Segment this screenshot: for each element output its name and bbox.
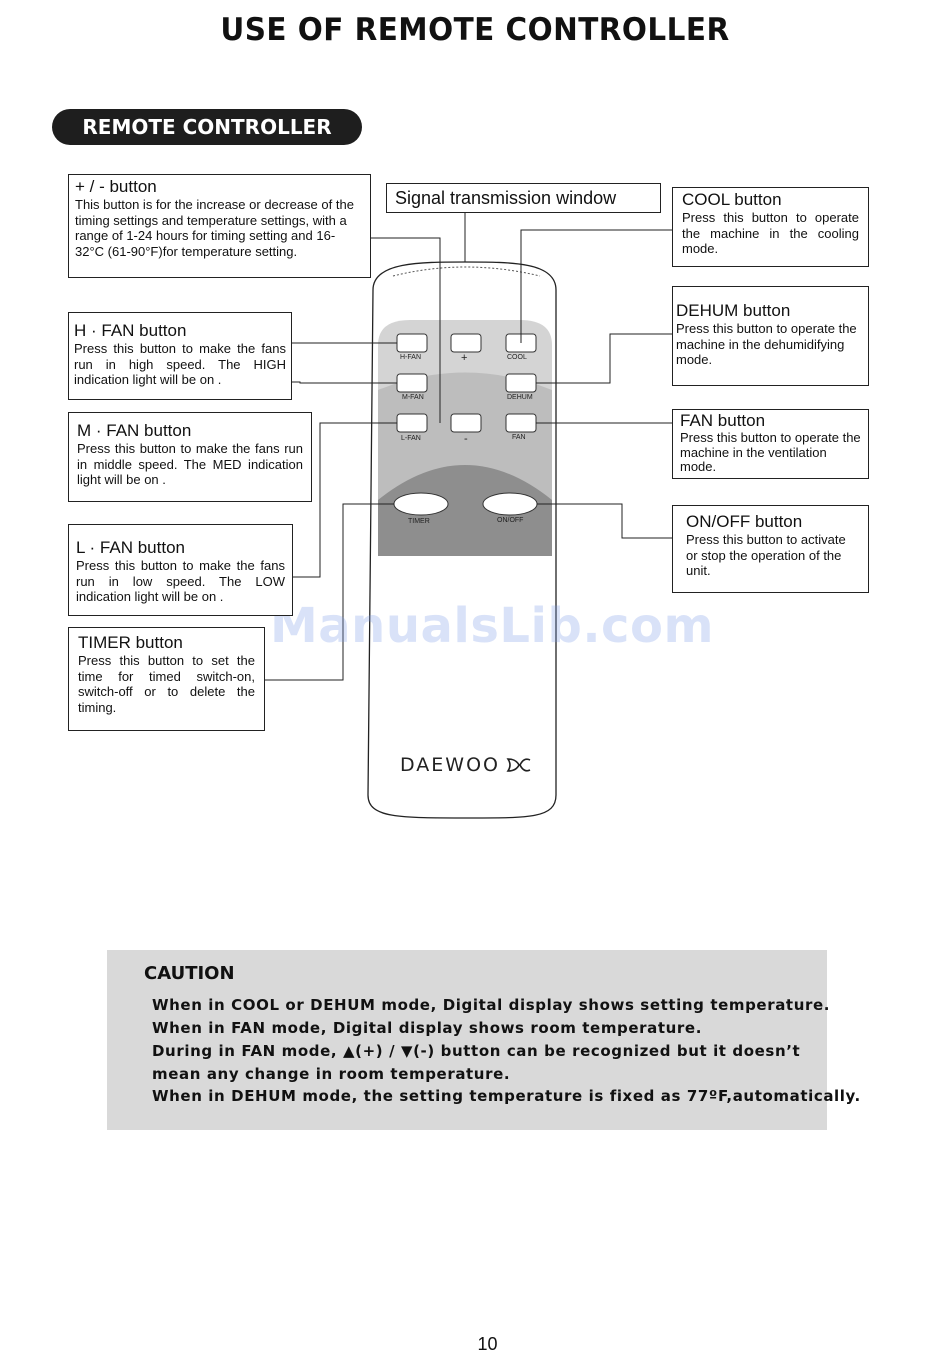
watermark: ManualsLib.com (270, 598, 714, 654)
h-fan-button (396, 333, 428, 353)
brand-logo: DAEWOO (400, 754, 500, 776)
callout-title: ON/OFF button (686, 512, 803, 531)
l-fan-label: L-FAN (401, 435, 421, 442)
caution-line: When in DEHUM mode, the setting temperat… (152, 1087, 861, 1105)
minus-button (450, 413, 482, 433)
dehum-button (505, 373, 537, 393)
plus-label: + (461, 352, 468, 364)
callout-desc: Press this button to make the fans run i… (77, 441, 303, 487)
callout-desc: Press this button to operate the machine… (676, 321, 857, 367)
callout-signal-window: Signal transmission window (386, 183, 661, 213)
signal-window (392, 266, 541, 277)
callout-m-fan: M · FAN button Press this button to make… (68, 412, 312, 502)
callout-desc: This button is for the increase or decre… (75, 197, 354, 259)
page-title: USE OF REMOTE CONTROLLER (220, 12, 730, 48)
fan-button (505, 413, 537, 433)
leader-lines (265, 213, 672, 681)
cool-label: COOL (507, 354, 527, 361)
caution-line: When in COOL or DEHUM mode, Digital disp… (152, 996, 831, 1014)
caution-line: When in FAN mode, Digital display shows … (152, 1019, 702, 1037)
callout-dehum: DEHUM button Press this button to operat… (672, 286, 869, 386)
callout-title: L · FAN button (76, 538, 185, 557)
h-fan-label: H-FAN (400, 354, 421, 361)
callout-title: Signal transmission window (395, 188, 617, 208)
caution-box (107, 950, 827, 1130)
callout-title: DEHUM button (676, 301, 791, 320)
caution-line: mean any change in room temperature. (152, 1065, 511, 1083)
callout-on-off: ON/OFF button Press this button to activ… (672, 505, 869, 593)
callout-desc: Press this button to activate or stop th… (686, 532, 846, 578)
callout-plus-minus: + / - button This button is for the incr… (68, 174, 371, 278)
callout-title: M · FAN button (77, 421, 192, 440)
callout-cool: COOL button Press this button to operate… (672, 187, 869, 267)
callout-desc: Press this button to make the fans run i… (76, 558, 285, 604)
callout-h-fan: H · FAN button Press this button to make… (68, 312, 292, 400)
timer-button (393, 492, 449, 516)
fan-label: FAN (512, 434, 526, 441)
callout-desc: Press this button to make the fans run i… (74, 341, 286, 387)
plus-button (450, 333, 482, 353)
on-off-label: ON/OFF (497, 517, 524, 524)
callout-fan: FAN button Press this button to operate … (672, 409, 869, 479)
callout-l-fan: L · FAN button Press this button to make… (68, 524, 293, 616)
callout-title: COOL button (682, 190, 782, 209)
page-number: 10 (477, 1334, 498, 1354)
minus-label: - (464, 433, 468, 445)
callout-timer: TIMER button Press this button to set th… (68, 627, 265, 731)
callout-title: TIMER button (78, 633, 183, 652)
m-fan-button (396, 373, 428, 393)
l-fan-button (396, 413, 428, 433)
callout-desc: Press this button to operate the machine… (682, 210, 859, 256)
section-label: REMOTE CONTROLLER (52, 109, 362, 145)
callout-desc: Press this button to set the time for ti… (78, 653, 255, 715)
caution-heading: CAUTION (144, 963, 235, 984)
callout-title: + / - button (75, 177, 157, 196)
m-fan-label: M-FAN (402, 394, 424, 401)
callout-title: H · FAN button (74, 321, 187, 340)
dehum-label: DEHUM (507, 394, 533, 401)
daewoo-logo-icon (506, 758, 531, 772)
callout-title: FAN button (680, 411, 766, 430)
timer-label: TIMER (408, 518, 430, 525)
caution-line: During in FAN mode, ▲(+) / ▼(-) button c… (152, 1042, 801, 1060)
callout-desc: Press this button to operate the machine… (680, 430, 861, 474)
on-off-button (482, 492, 538, 516)
